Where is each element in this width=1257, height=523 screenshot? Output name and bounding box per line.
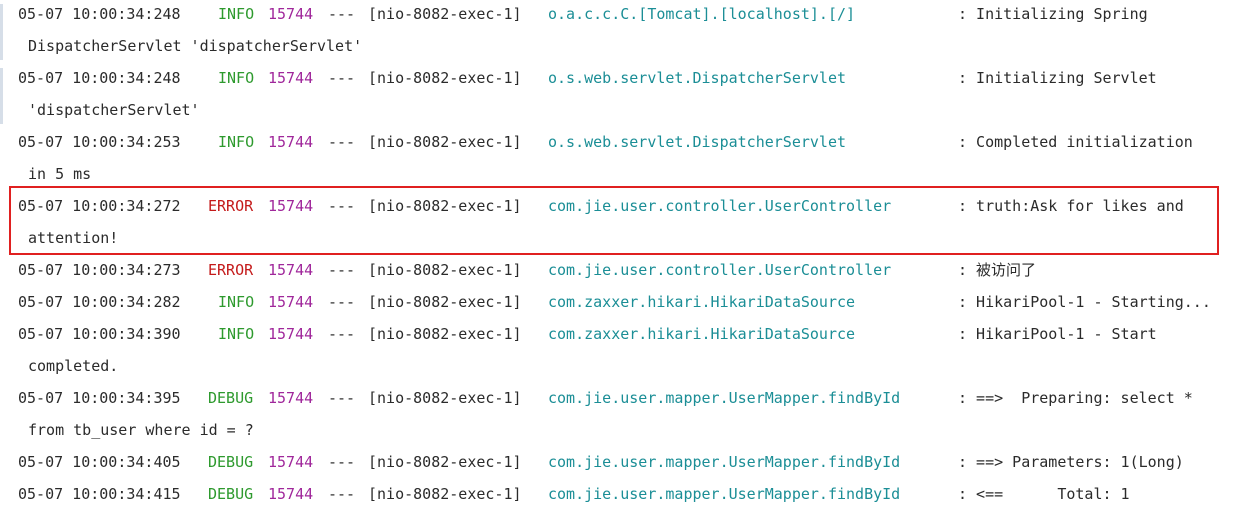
log-line-continuation: in 5 ms bbox=[0, 158, 91, 190]
log-logger-link[interactable]: com.zaxxer.hikari.HikariDataSource bbox=[548, 293, 856, 311]
log-line: 05-07 10:00:34:248 INFO 15744 --- [nio-8… bbox=[0, 62, 1157, 94]
log-message-continuation: in 5 ms bbox=[28, 165, 92, 183]
log-thread: [nio-8082-exec-1] bbox=[368, 453, 522, 471]
log-logger-link[interactable]: com.jie.user.mapper.UserMapper.findById bbox=[548, 485, 901, 503]
log-line: 05-07 10:00:34:405 DEBUG 15744 --- [nio-… bbox=[0, 446, 1184, 478]
log-pid: 15744 bbox=[268, 261, 314, 279]
log-timestamp: 05-07 10:00:34:248 bbox=[18, 5, 181, 23]
log-message: : Initializing Spring bbox=[958, 5, 1148, 23]
log-logger-link[interactable]: com.jie.user.mapper.UserMapper.findById bbox=[548, 389, 901, 407]
log-thread: [nio-8082-exec-1] bbox=[368, 69, 522, 87]
log-timestamp: 05-07 10:00:34:395 bbox=[18, 389, 181, 407]
log-logger-link[interactable]: com.zaxxer.hikari.HikariDataSource bbox=[548, 325, 856, 343]
log-message: : <== Total: 1 bbox=[958, 485, 1130, 503]
log-message-continuation: completed. bbox=[28, 357, 119, 375]
log-pid: 15744 bbox=[268, 453, 314, 471]
log-message: : ==> Parameters: 1(Long) bbox=[958, 453, 1184, 471]
log-message: : ==> Preparing: select * bbox=[958, 389, 1193, 407]
log-line: 05-07 10:00:34:395 DEBUG 15744 --- [nio-… bbox=[0, 382, 1193, 414]
log-logger-link[interactable]: com.jie.user.controller.UserController bbox=[548, 197, 892, 215]
log-level: DEBUG bbox=[208, 485, 254, 503]
log-separator: --- bbox=[328, 453, 356, 471]
log-pid: 15744 bbox=[268, 197, 314, 215]
log-timestamp: 05-07 10:00:34:390 bbox=[18, 325, 181, 343]
log-message: : Initializing Servlet bbox=[958, 69, 1157, 87]
log-message-continuation: DispatcherServlet 'dispatcherServlet' bbox=[28, 37, 363, 55]
log-line: 05-07 10:00:34:273 ERROR 15744 --- [nio-… bbox=[0, 254, 1036, 286]
log-separator: --- bbox=[328, 389, 356, 407]
log-pid: 15744 bbox=[268, 69, 314, 87]
gutter-marker bbox=[0, 4, 3, 60]
log-timestamp: 05-07 10:00:34:272 bbox=[18, 197, 181, 215]
log-thread: [nio-8082-exec-1] bbox=[368, 197, 522, 215]
log-separator: --- bbox=[328, 261, 356, 279]
log-timestamp: 05-07 10:00:34:273 bbox=[18, 261, 181, 279]
log-line: 05-07 10:00:34:272 ERROR 15744 --- [nio-… bbox=[0, 190, 1184, 222]
log-timestamp: 05-07 10:00:34:248 bbox=[18, 69, 181, 87]
log-thread: [nio-8082-exec-1] bbox=[368, 133, 522, 151]
log-separator: --- bbox=[328, 5, 356, 23]
log-message-continuation: 'dispatcherServlet' bbox=[28, 101, 200, 119]
log-message: : 被访问了 bbox=[958, 261, 1037, 279]
log-thread: [nio-8082-exec-1] bbox=[368, 293, 522, 311]
log-message-continuation: attention! bbox=[28, 229, 119, 247]
log-separator: --- bbox=[328, 69, 356, 87]
log-thread: [nio-8082-exec-1] bbox=[368, 325, 522, 343]
log-thread: [nio-8082-exec-1] bbox=[368, 261, 522, 279]
log-pid: 15744 bbox=[268, 293, 314, 311]
log-timestamp: 05-07 10:00:34:282 bbox=[18, 293, 181, 311]
log-line: 05-07 10:00:34:390 INFO 15744 --- [nio-8… bbox=[0, 318, 1157, 350]
log-message: : truth:Ask for likes and bbox=[958, 197, 1184, 215]
log-thread: [nio-8082-exec-1] bbox=[368, 485, 522, 503]
log-logger-link[interactable]: o.s.web.servlet.DispatcherServlet bbox=[548, 133, 847, 151]
log-pid: 15744 bbox=[268, 133, 314, 151]
log-logger-link[interactable]: com.jie.user.controller.UserController bbox=[548, 261, 892, 279]
log-timestamp: 05-07 10:00:34:405 bbox=[18, 453, 181, 471]
log-pid: 15744 bbox=[268, 485, 314, 503]
log-logger-link[interactable]: o.a.c.c.C.[Tomcat].[localhost].[/] bbox=[548, 5, 856, 23]
log-thread: [nio-8082-exec-1] bbox=[368, 5, 522, 23]
log-line: 05-07 10:00:34:248 INFO 15744 --- [nio-8… bbox=[0, 0, 1148, 30]
log-pid: 15744 bbox=[268, 389, 314, 407]
log-level: DEBUG bbox=[208, 389, 254, 407]
log-message: : Completed initialization bbox=[958, 133, 1193, 151]
log-separator: --- bbox=[328, 293, 356, 311]
log-line: 05-07 10:00:34:253 INFO 15744 --- [nio-8… bbox=[0, 126, 1193, 158]
log-separator: --- bbox=[328, 325, 356, 343]
log-message: : HikariPool-1 - Start bbox=[958, 325, 1157, 343]
log-level: INFO bbox=[218, 69, 255, 87]
log-line: 05-07 10:00:34:282 INFO 15744 --- [nio-8… bbox=[0, 286, 1211, 318]
log-level: ERROR bbox=[208, 197, 254, 215]
log-line-continuation: from tb_user where id = ? bbox=[0, 414, 254, 446]
log-separator: --- bbox=[328, 485, 356, 503]
log-level: INFO bbox=[218, 5, 255, 23]
log-separator: --- bbox=[328, 197, 356, 215]
log-line-continuation: attention! bbox=[0, 222, 118, 254]
log-level: ERROR bbox=[208, 261, 254, 279]
log-timestamp: 05-07 10:00:34:415 bbox=[18, 485, 181, 503]
log-pid: 15744 bbox=[268, 325, 314, 343]
log-message-continuation: from tb_user where id = ? bbox=[28, 421, 254, 439]
log-level: INFO bbox=[218, 133, 255, 151]
log-separator: --- bbox=[328, 133, 356, 151]
log-line-continuation: completed. bbox=[0, 350, 118, 382]
log-line: 05-07 10:00:34:415 DEBUG 15744 --- [nio-… bbox=[0, 478, 1130, 510]
log-timestamp: 05-07 10:00:34:253 bbox=[18, 133, 181, 151]
log-logger-link[interactable]: com.jie.user.mapper.UserMapper.findById bbox=[548, 453, 901, 471]
log-line-continuation: DispatcherServlet 'dispatcherServlet' bbox=[0, 30, 362, 62]
log-level: INFO bbox=[218, 325, 255, 343]
log-logger-link[interactable]: o.s.web.servlet.DispatcherServlet bbox=[548, 69, 847, 87]
log-level: DEBUG bbox=[208, 453, 254, 471]
log-thread: [nio-8082-exec-1] bbox=[368, 389, 522, 407]
log-level: INFO bbox=[218, 293, 255, 311]
gutter-marker bbox=[0, 68, 3, 124]
log-message: : HikariPool-1 - Starting... bbox=[958, 293, 1211, 311]
log-line-continuation: 'dispatcherServlet' bbox=[0, 94, 200, 126]
log-pid: 15744 bbox=[268, 5, 314, 23]
